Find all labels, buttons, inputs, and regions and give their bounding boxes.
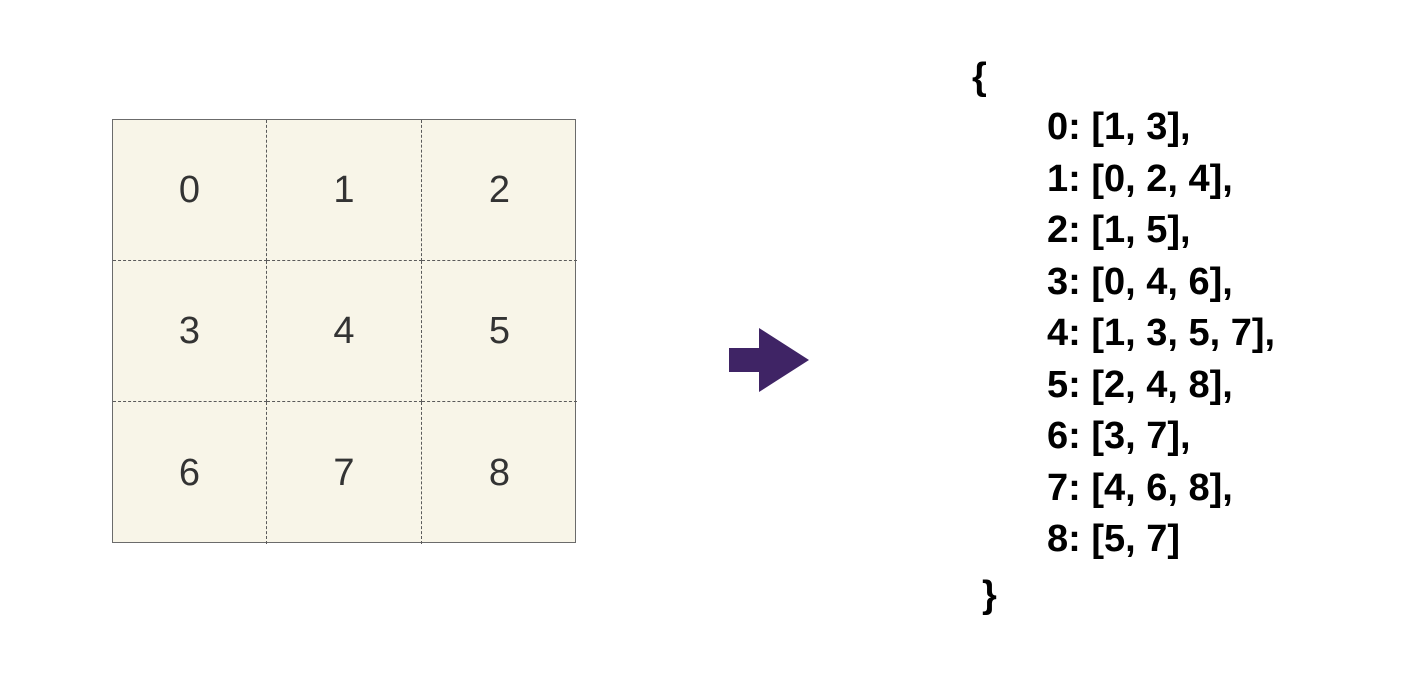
right-arrow-icon	[729, 328, 809, 392]
adjacency-entry: 2: [1, 5],	[1047, 209, 1191, 251]
grid-cell: 1	[267, 120, 422, 261]
close-brace: }	[982, 573, 997, 616]
grid-cell: 4	[267, 261, 422, 402]
adjacency-list: { 0: [1, 3], 1: [0, 2, 4], 2: [1, 5], 3:…	[972, 52, 1275, 620]
grid-cell: 0	[113, 120, 267, 261]
adjacency-entry: 7: [4, 6, 8],	[1047, 466, 1233, 509]
adjacency-entry: 3: [0, 4, 6],	[1047, 260, 1233, 303]
grid-cell: 3	[113, 261, 267, 402]
grid-cell: 2	[422, 120, 577, 261]
adjacency-entry: 5: [2, 4, 8],	[1047, 363, 1233, 406]
adjacency-entry: 4: [1, 3, 5, 7],	[1047, 312, 1276, 354]
grid-cell: 8	[488, 451, 511, 494]
grid-cell: 5	[422, 261, 577, 402]
adjacency-entry: 6: [3, 7],	[1047, 415, 1191, 457]
adjacency-entry: 0: [1, 3],	[1047, 106, 1191, 148]
adjacency-entry: 1: [0, 2, 4],	[1047, 157, 1233, 200]
open-brace: {	[972, 56, 987, 98]
grid-board: 0 1 2 3 4 5 6 7 8	[112, 119, 577, 544]
adjacency-entry: 8: [5, 7]	[1047, 518, 1181, 560]
grid-cell: 6	[113, 402, 267, 544]
grid-cell: 7	[267, 402, 422, 544]
